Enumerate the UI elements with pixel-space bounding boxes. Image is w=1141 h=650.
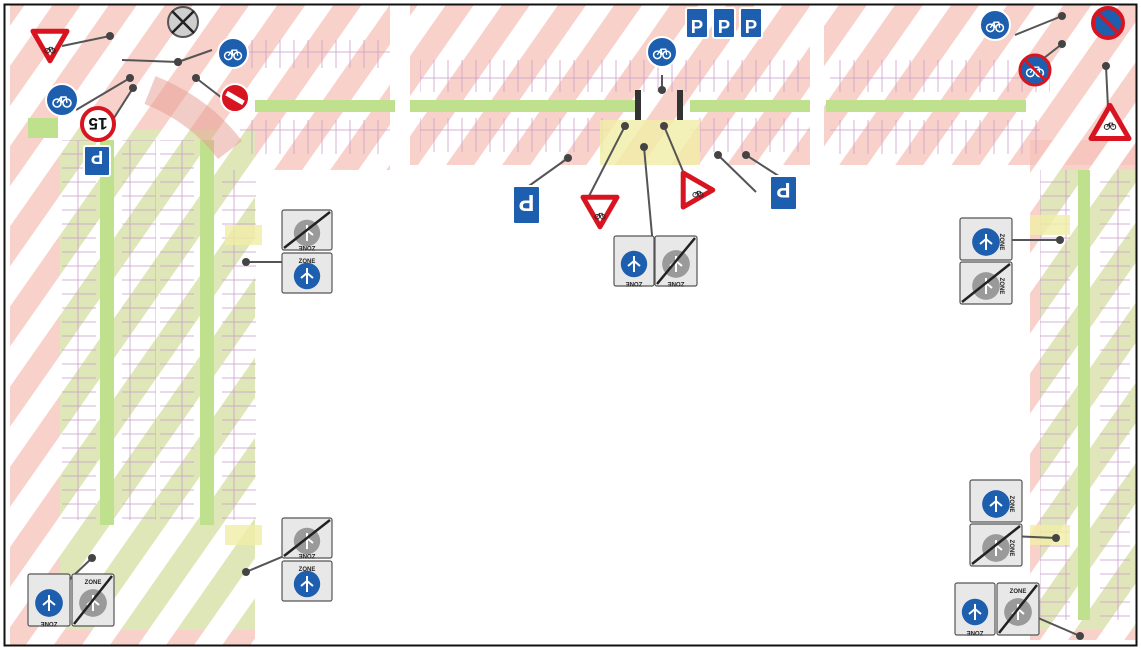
zone-word: ZONE bbox=[299, 244, 316, 250]
parking-signs-top-center-1: P bbox=[685, 7, 709, 39]
pedestrian-zone-end-sign-bottom-left: ZONE bbox=[281, 517, 333, 559]
parking-signs-top-center-3: P bbox=[739, 7, 763, 39]
pedestrian-zone-end-sign-center: ZONE bbox=[654, 235, 698, 287]
pedestrian-zone-sign-right: ZONE bbox=[959, 217, 1013, 261]
pedestrian-zone-sign-corner-right: ZONE bbox=[954, 582, 996, 636]
speed-limit-value: 15 bbox=[89, 114, 108, 133]
parking-letter: P bbox=[745, 16, 757, 37]
pedestrian-zone-end-sign: ZONE bbox=[281, 209, 333, 251]
no-bicycle-sign-top-right bbox=[1018, 53, 1052, 87]
no-entry-sign-top-left bbox=[220, 83, 250, 113]
pedestrian-zone-end-sign-bottom-right: ZONE bbox=[969, 523, 1023, 567]
bicycle-sign-top-right bbox=[979, 9, 1011, 41]
pedestrian-zone-sign: ZONE bbox=[281, 252, 333, 294]
pedestrian-zone-end-sign-right: ZONE bbox=[959, 261, 1013, 305]
parking-letter: P bbox=[691, 16, 703, 37]
zone-word: ZONE bbox=[967, 629, 984, 635]
parking-letter: P bbox=[776, 178, 790, 201]
pedestrian-zone-sign-center: ZONE bbox=[613, 235, 655, 287]
no-stopping-sign-top-left bbox=[167, 6, 199, 38]
zone-word: ZONE bbox=[626, 280, 643, 286]
parking-sign-center-left: P bbox=[512, 185, 541, 225]
parking-sign-center-right: P bbox=[769, 175, 798, 211]
bicycle-sign-left bbox=[45, 83, 79, 117]
yield-sign-top-left bbox=[30, 28, 70, 64]
bicycle-sign-top-left bbox=[217, 37, 249, 69]
zone-word: ZONE bbox=[998, 278, 1004, 295]
zone-word: ZONE bbox=[1008, 540, 1014, 557]
speed-limit-sign: 15 bbox=[80, 106, 116, 142]
parking-letter: P bbox=[718, 16, 730, 37]
pedestrian-zone-sign-bottom-right: ZONE bbox=[969, 479, 1023, 523]
no-parking-sign-top-right bbox=[1091, 6, 1125, 40]
zone-word: ZONE bbox=[1008, 496, 1014, 513]
zone-word: ZONE bbox=[299, 552, 316, 558]
bicycle-sign-top-center bbox=[646, 36, 678, 68]
parking-signs-top-center-2: P bbox=[712, 7, 736, 39]
zone-word: ZONE bbox=[41, 620, 58, 626]
pedestrian-zone-end-sign-corner: ZONE bbox=[71, 573, 115, 627]
zone-word: ZONE bbox=[668, 280, 685, 286]
parking-sign-left: P bbox=[83, 145, 111, 177]
yield-sign-center-left bbox=[580, 194, 620, 230]
zone-word: ZONE bbox=[85, 580, 102, 586]
zone-word: ZONE bbox=[1010, 589, 1027, 595]
zone-word: ZONE bbox=[299, 259, 316, 265]
zone-word: ZONE bbox=[299, 567, 316, 573]
pedestrian-zone-sign-corner: ZONE bbox=[27, 573, 71, 627]
right-parking-area bbox=[810, 5, 1136, 640]
pedestrian-zone-sign-bottom-left: ZONE bbox=[281, 560, 333, 602]
parking-letter: P bbox=[519, 190, 535, 216]
pedestrian-zone-end-sign-corner-right: ZONE bbox=[996, 582, 1040, 636]
yield-sign-right bbox=[1088, 102, 1132, 142]
parking-letter: P bbox=[91, 147, 103, 168]
frame bbox=[3, 3, 1138, 647]
zone-word: ZONE bbox=[998, 234, 1004, 251]
yield-sign-center-right bbox=[680, 170, 716, 210]
